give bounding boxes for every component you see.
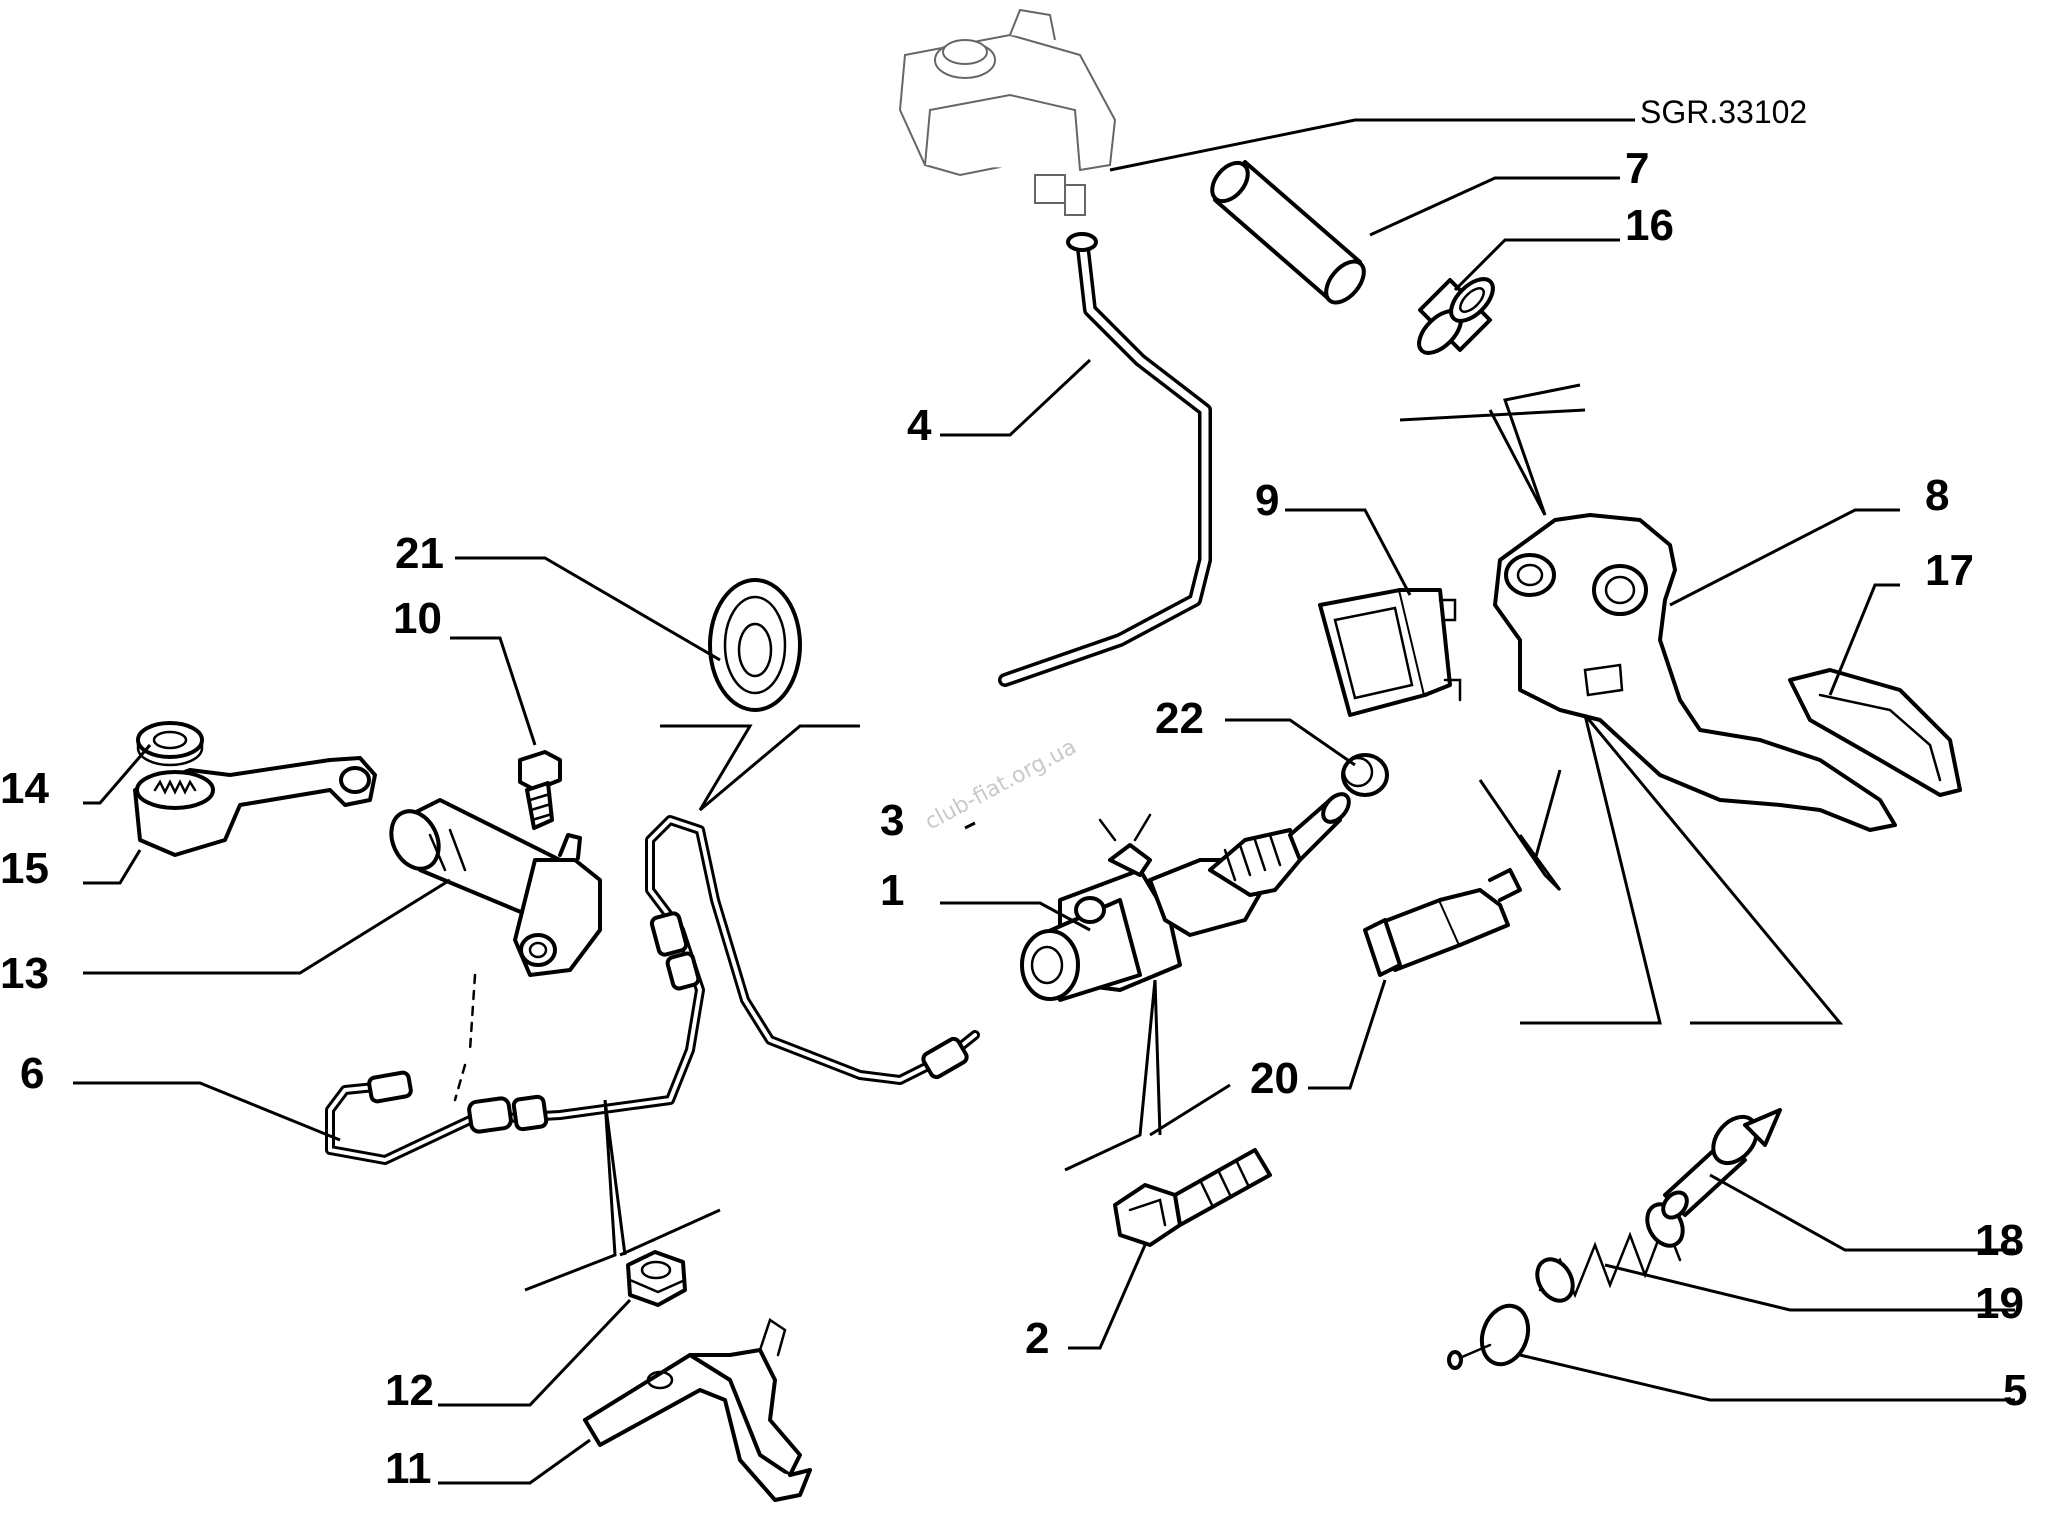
- reservoir-hose: [998, 232, 1212, 687]
- callout-6: 6: [20, 1049, 44, 1098]
- callout-11: 11: [385, 1444, 432, 1493]
- switch: [1318, 588, 1462, 717]
- callout-8: 8: [1925, 471, 1949, 520]
- callout-4: 4: [907, 401, 932, 450]
- callout-20: 20: [1250, 1054, 1299, 1103]
- bolt: [1113, 1148, 1272, 1247]
- slave-cylinder: [389, 798, 602, 977]
- grommet: [708, 578, 802, 712]
- callout-15: 15: [0, 844, 49, 893]
- callout-1: 1: [880, 866, 904, 915]
- callout-13: 13: [0, 949, 49, 998]
- callout-5: 5: [2003, 1366, 2027, 1415]
- sensor: [1363, 868, 1522, 977]
- callout-14: 14: [0, 764, 49, 813]
- callout-12: 12: [385, 1366, 434, 1415]
- callout-22: 22: [1155, 694, 1204, 743]
- bushing: [1417, 277, 1495, 355]
- assembly-lines: [524, 383, 1844, 1292]
- callout-7: 7: [1625, 144, 1649, 193]
- callout-2: 2: [1025, 1314, 1049, 1363]
- release-lever: [133, 756, 377, 857]
- callout-10: 10: [393, 594, 442, 643]
- hydraulic-pipe: [325, 815, 980, 1165]
- callout-18: 18: [1975, 1216, 2024, 1265]
- bracket: [583, 1318, 812, 1502]
- callout-9: 9: [1255, 476, 1279, 525]
- pedal-pad: [1788, 668, 1962, 797]
- master-cylinder: [1020, 792, 1351, 1002]
- screw: [518, 750, 562, 830]
- reference-code: SGR.33102: [1640, 94, 1807, 130]
- washer-cap: [1447, 1303, 1531, 1370]
- slave-cylinder-axis: [453, 973, 477, 1102]
- pin-collar: [1661, 1108, 1782, 1220]
- callout-16: 16: [1625, 201, 1674, 250]
- pin: [1210, 160, 1366, 305]
- callout-19: 19: [1975, 1279, 2024, 1328]
- washer: [136, 721, 204, 767]
- leader-lines: [73, 118, 2015, 1485]
- callout-3: 3: [880, 796, 904, 845]
- fluid-reservoir: [898, 8, 1117, 216]
- callout-numbers: 7 16 4 9 8 17 21 10 22 14 15 3 1 13 6 20…: [0, 144, 2027, 1493]
- callout-21: 21: [395, 529, 444, 578]
- pedal-bracket: [1493, 513, 1897, 832]
- watermark: club-fiat.org.ua: [921, 735, 1081, 836]
- callout-17: 17: [1925, 546, 1974, 595]
- nut: [626, 1250, 687, 1307]
